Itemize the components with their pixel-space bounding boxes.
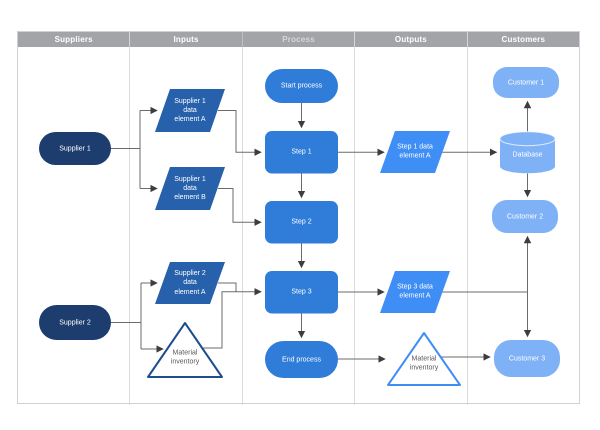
supplier-shapes bbox=[39, 132, 111, 340]
lane-customers bbox=[466, 47, 579, 405]
output-inventory-triangle bbox=[387, 332, 461, 386]
header-process: Process bbox=[241, 32, 354, 47]
output-shapes bbox=[380, 131, 461, 386]
table-header-row: Suppliers Inputs Process Outputs Custome… bbox=[18, 32, 579, 47]
output-step1-parallelogram bbox=[380, 131, 450, 173]
input-s2a-parallelogram bbox=[155, 262, 225, 304]
input-b-parallelogram bbox=[155, 167, 225, 210]
supplier-1-shape bbox=[39, 132, 111, 165]
table-body bbox=[18, 47, 579, 405]
lane-outputs bbox=[354, 47, 466, 405]
step-3-shape bbox=[265, 271, 338, 314]
customer-shapes bbox=[492, 67, 560, 377]
input-a-parallelogram bbox=[155, 89, 225, 132]
start-process-shape bbox=[265, 69, 338, 103]
edge-inventory-to-step3 bbox=[202, 288, 262, 349]
output-step3-parallelogram bbox=[380, 271, 450, 313]
header-outputs: Outputs bbox=[354, 32, 466, 47]
edge-input-a-to-step1 bbox=[218, 110, 262, 157]
step-1-shape bbox=[265, 131, 338, 174]
edge-input-b-to-step2 bbox=[218, 188, 262, 227]
header-inputs: Inputs bbox=[129, 32, 241, 47]
swimlane-table: Suppliers Inputs Process Outputs Custome… bbox=[17, 31, 580, 405]
header-suppliers: Suppliers bbox=[54, 35, 93, 44]
step-2-shape bbox=[265, 201, 338, 244]
customer-1-shape bbox=[493, 67, 559, 98]
end-process-shape bbox=[265, 341, 338, 378]
connectors bbox=[111, 100, 532, 363]
lane-inputs bbox=[129, 47, 241, 405]
lane-process bbox=[241, 47, 354, 405]
process-shapes bbox=[265, 69, 338, 378]
customer-3-shape bbox=[494, 340, 560, 377]
customer-2-shape bbox=[492, 200, 558, 233]
header-customers: Customers bbox=[466, 32, 579, 47]
supplier-2-shape bbox=[39, 305, 111, 340]
input-inventory-triangle bbox=[147, 322, 223, 378]
database-cylinder-top bbox=[499, 131, 556, 147]
input-shapes bbox=[147, 89, 225, 378]
edge-input-s2a-join bbox=[218, 282, 237, 292]
